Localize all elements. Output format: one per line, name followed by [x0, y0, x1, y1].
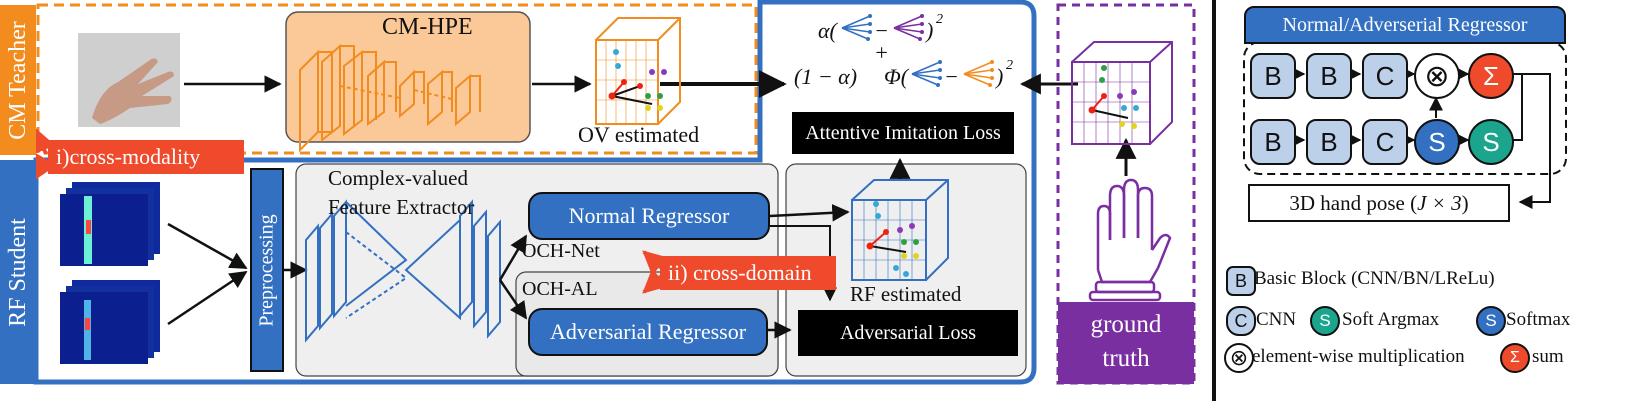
och-al-label: OCH-AL: [522, 278, 598, 300]
minus-sign-2: −: [944, 64, 959, 89]
legend-multiply-icon: ⊗: [1224, 343, 1254, 373]
legend-soft-argmax-icon: S: [1310, 306, 1340, 336]
phi-symbol: Φ(: [884, 64, 909, 89]
minus-sign: −: [874, 18, 889, 43]
och-net-label: OCH-Net: [522, 240, 600, 262]
rf-cube: [851, 179, 949, 281]
legend-cnn: CNN: [1256, 309, 1297, 330]
student-side-label: RF Student: [0, 160, 36, 384]
one-minus-alpha: (1 − α): [794, 64, 858, 89]
soft-argmax-block: S: [1468, 119, 1514, 165]
regressor-panel-title: Normal/Adverserial Regressor: [1244, 6, 1566, 44]
cross-modality-tag: i)cross-modality: [48, 140, 244, 174]
cnn-block-2: C: [1362, 119, 1408, 165]
preprocessing-block: Preprocessing: [250, 168, 284, 372]
hand-icon-blue-2: [910, 58, 942, 88]
ov-hand-skeleton: [608, 49, 667, 111]
hand-icon-purple: [892, 12, 924, 42]
legend-elementwise: element-wise multiplication: [1252, 346, 1465, 367]
ov-estimated-label: OV estimated: [578, 122, 700, 147]
hand-photo: [78, 33, 180, 127]
rf-estimated-label: RF estimated: [850, 282, 962, 306]
hand-icon-blue: [840, 12, 872, 42]
teacher-side-label: CM Teacher: [0, 5, 36, 155]
normal-regressor: Normal Regressor: [528, 192, 770, 240]
legend-cnn-icon: C: [1226, 306, 1256, 336]
cm-hpe-label: CM-HPE: [382, 14, 473, 40]
legend-soft-argmax: Soft Argmax: [1342, 309, 1440, 330]
legend-softmax: Softmax: [1506, 309, 1571, 330]
gt-hand-skeleton: [1088, 65, 1139, 129]
basic-block-2b: B: [1306, 119, 1352, 165]
sum-block: Σ: [1468, 53, 1514, 99]
legend-softmax-icon: S: [1476, 306, 1506, 336]
cnn-block-1: C: [1362, 53, 1408, 99]
data-glove-icon: [1088, 178, 1172, 302]
alpha-symbol: α(: [818, 18, 837, 43]
legend-basic-block-icon: B: [1226, 266, 1256, 296]
rf-heatmap-top: [60, 182, 160, 266]
multiply-icon: ⊗: [1414, 53, 1460, 99]
plus-sign: +: [874, 40, 889, 65]
legend-basic-block: Basic Block (CNN/BN/LReLu): [1254, 268, 1495, 289]
gt-cube: [1071, 41, 1173, 145]
attentive-imitation-loss: Attentive Imitation Loss: [792, 112, 1014, 154]
student-frame: [33, 0, 1037, 385]
loss-formula: α( − ) 2 + (1 − α) Φ( − ) 2: [794, 12, 1013, 89]
teacher-frame: [36, 3, 758, 155]
legend-sum: sum: [1532, 346, 1564, 367]
basic-block-1a: B: [1250, 53, 1296, 99]
adversarial-regressor: Adversarial Regressor: [528, 308, 768, 356]
adversarial-loss: Adversarial Loss: [798, 310, 1018, 356]
basic-block-2a: B: [1250, 119, 1296, 165]
rf-heatmap-bottom: [60, 280, 160, 364]
feature-extractor-drawing: [305, 199, 501, 343]
rf-hand-skeleton: [866, 201, 919, 277]
extractor-label: Complex-valued Feature Extractor: [328, 166, 475, 219]
legend-sum-icon: Σ: [1500, 343, 1530, 373]
cross-domain-tag: ii) cross-domain: [660, 256, 836, 290]
ground-truth-label: ground truth: [1058, 302, 1194, 384]
ov-cube: [595, 17, 681, 125]
softmax-block: S: [1414, 119, 1460, 165]
hand-icon-orange: [962, 58, 994, 88]
hand-pose-output: 3D hand pose (J × 3): [1248, 184, 1510, 222]
basic-block-1b: B: [1306, 53, 1352, 99]
